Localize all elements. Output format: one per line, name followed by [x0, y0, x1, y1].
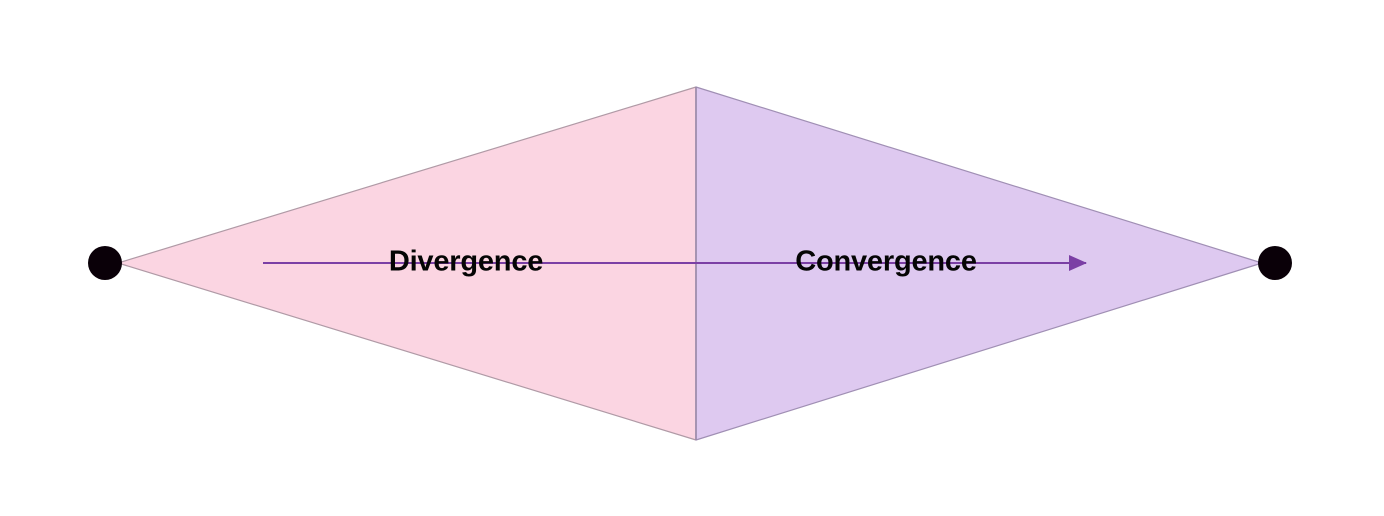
divergence-label: Divergence: [388, 245, 544, 278]
convergence-label: Convergence: [795, 245, 977, 278]
end-node-dot[interactable]: [1258, 246, 1292, 280]
start-node-dot[interactable]: [88, 246, 122, 280]
